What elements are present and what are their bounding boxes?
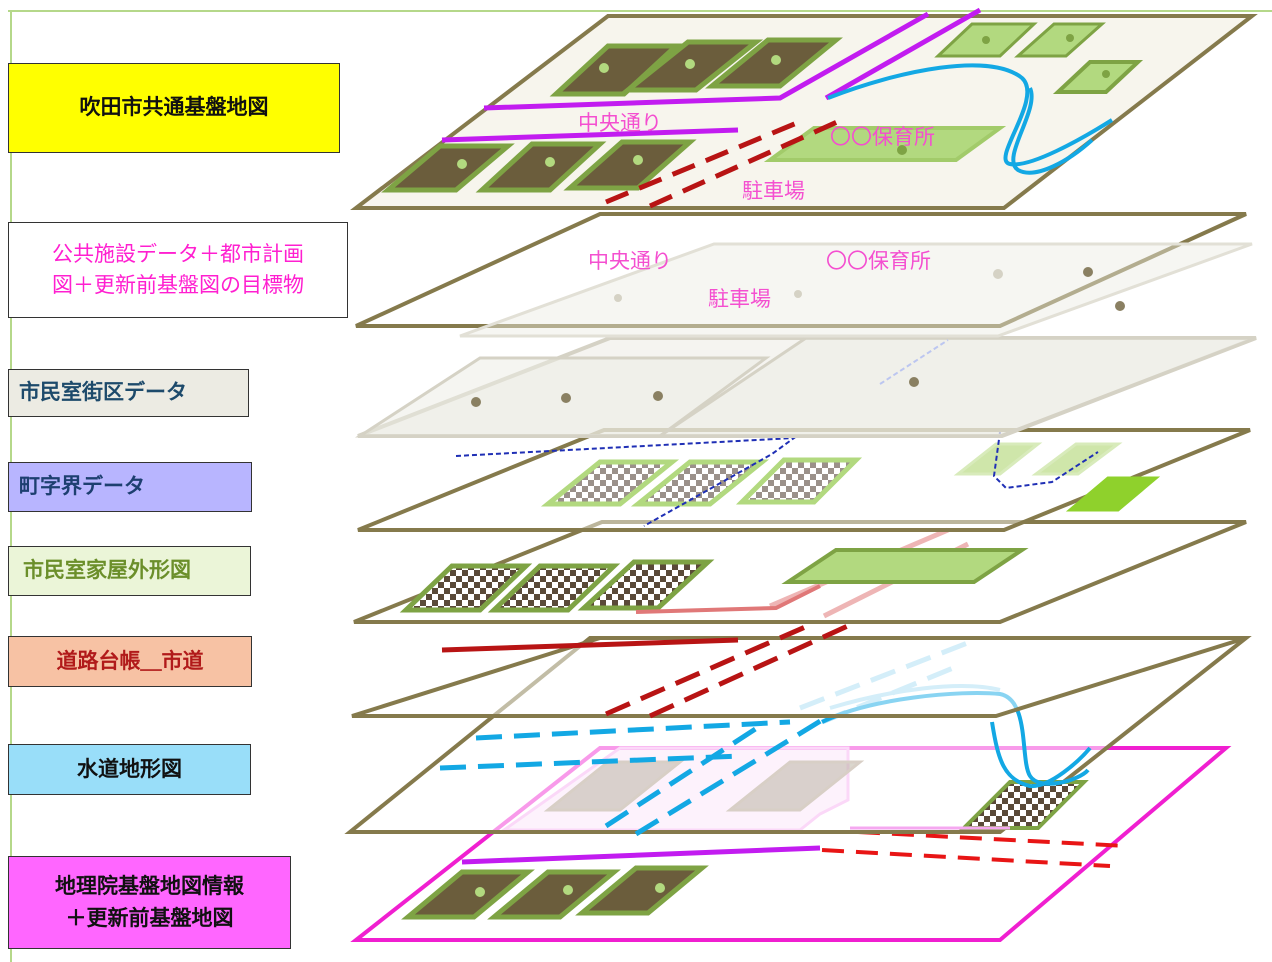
label-town-boundary: 町字界データ [8,462,252,512]
checker-building [577,559,715,611]
label-town-boundary-text: 町字界データ [19,474,145,499]
building [401,869,535,920]
layer-town-boundary [357,428,1251,532]
building [563,139,697,191]
top-road-name: 中央通り [578,111,662,135]
label-block-data: 市民室街区データ [8,369,249,417]
label-public-facility: 公共施設データ＋都市計画 図＋更新前基盤図の目標物 [8,222,348,318]
building [381,143,515,193]
label-road-ledger-text: 道路台帳＿市道 [56,648,204,673]
label-gsi-line2: ＋更新前基盤地図 [65,905,234,930]
layer2-nursery-name: 〇〇保育所 [826,249,931,273]
green-building [1052,60,1144,94]
label-public-facility-line1: 公共施設データ＋都市計画 [52,241,304,266]
checker-building [630,459,770,507]
layer-road [351,527,1247,719]
layer2-parking-name: 駐車場 [708,287,771,311]
label-water-map: 水道地形図 [8,744,251,795]
label-common-base-map-text: 吹田市共通基盤地図 [79,95,269,120]
checker-building [540,459,680,507]
building [487,869,621,920]
green-block [1065,476,1161,512]
checker-building [399,563,533,613]
gsi-road-line [461,845,821,865]
road-line-top [483,11,930,111]
checker-building [487,563,621,613]
green-building [1014,22,1106,58]
label-block-data-text: 市民室街区データ [19,380,187,405]
layer-house [353,520,1247,624]
label-road-ledger: 道路台帳＿市道 [8,636,252,687]
layer-common-base: 中央通り 〇〇保育所 駐車場 [350,7,1258,210]
label-gsi: 地理院基盤地図情報 ＋更新前基盤地図 [8,856,291,949]
label-house-outline: 市民室家屋外形図 [8,546,251,596]
building [475,141,607,193]
label-public-facility-line2: 図＋更新前基盤図の目標物 [52,273,304,297]
water-line-top [827,63,1114,167]
layer-block [354,336,1257,438]
checker-building [959,780,1089,830]
label-gsi-line1: 地理院基盤地図情報 [55,874,244,898]
house-large [781,548,1029,584]
label-common-base-map: 吹田市共通基盤地図 [8,63,340,153]
top-nursery-name: 〇〇保育所 [830,125,935,149]
layer2-road-name: 中央通り [588,249,672,273]
gsi-road-dashed [821,848,1111,868]
top-parking-name: 駐車場 [742,179,805,203]
label-water-map-text: 水道地形図 [77,756,182,781]
checker-building [735,457,863,505]
building [549,43,683,97]
building [575,865,709,916]
road-line [441,637,739,653]
layer-public-facility: 中央通り 〇〇保育所 駐車場 [355,212,1253,338]
boundary-line [455,436,798,527]
label-house-outline-text: 市民室家屋外形図 [23,558,191,583]
